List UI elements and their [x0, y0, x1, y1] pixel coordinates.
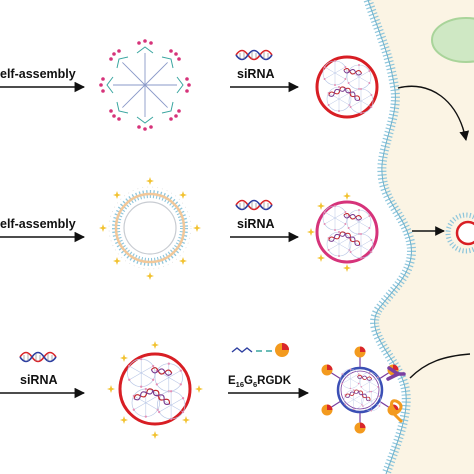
cell-region	[363, 0, 474, 474]
row3-step2-label: E16G6RGDK	[228, 375, 292, 389]
sirna-helix-icon	[235, 199, 273, 211]
row1-step1-label: elf-assembly	[0, 67, 76, 81]
dendrimer-flower-icon	[99, 39, 191, 131]
row-3: siRNA E16G6RGDK	[0, 341, 406, 439]
membrane-receptor	[386, 366, 406, 381]
membrane-receptor-hook	[390, 399, 404, 424]
sirna-helix-icon	[19, 351, 57, 363]
row2-step2-label: siRNA	[237, 217, 275, 231]
row1-step2-label: siRNA	[237, 67, 275, 81]
uptake-arrow-3	[409, 353, 471, 379]
sirna-helix-icon	[235, 49, 273, 61]
endosome-particle	[455, 220, 474, 246]
row-1: elf-assembly	[0, 39, 379, 131]
row2-step1-label: elf-assembly	[0, 217, 76, 231]
micelle-nanoparticle-icon	[307, 192, 379, 272]
nanoparticle-icon	[107, 341, 203, 439]
uptake-arrow-1	[397, 85, 470, 141]
liposome-icon	[99, 177, 201, 280]
row-2: elf-assembly siRNA	[0, 177, 379, 280]
nucleus	[431, 17, 474, 63]
row3-step1-label: siRNA	[20, 373, 58, 387]
nanoparticle-icon	[315, 55, 379, 119]
peptide-ligand-icon	[231, 343, 289, 357]
targeted-nanoparticle-icon	[321, 346, 399, 434]
